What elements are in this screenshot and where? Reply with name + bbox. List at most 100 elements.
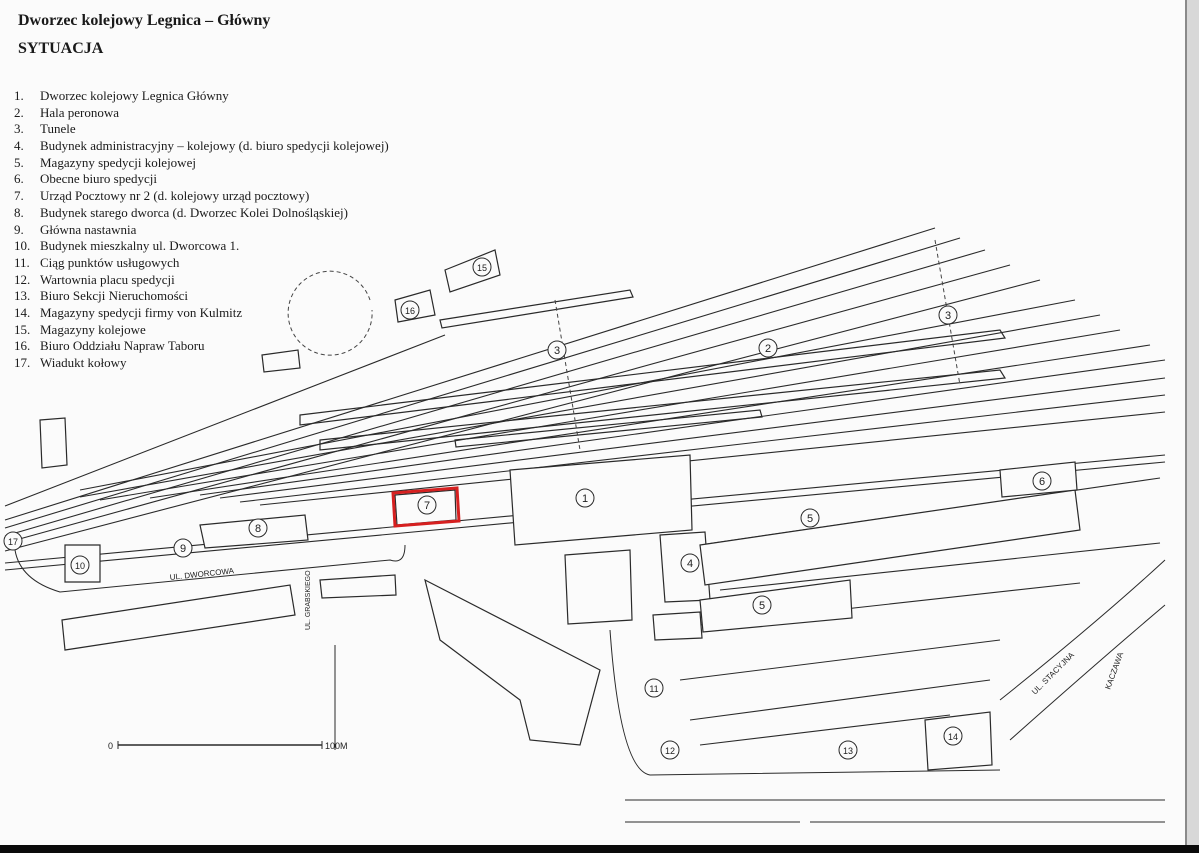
marker-label: 12 <box>665 746 675 756</box>
scale-end-label: 100M <box>325 741 348 751</box>
map-marker-2: 2 <box>758 338 778 358</box>
marker-circle <box>248 518 268 538</box>
marker-label: 6 <box>1039 476 1045 488</box>
marker-label: 17 <box>8 537 18 547</box>
marker-circle <box>800 508 820 528</box>
map-marker-3: 3 <box>547 340 567 360</box>
map-marker-3: 3 <box>938 305 958 325</box>
streets <box>14 544 1166 823</box>
legend-label: Tunele <box>40 121 76 137</box>
marker-circle <box>943 726 963 746</box>
legend-item: 11. Ciąg punktów usługowych <box>14 255 389 272</box>
legend-item: 16.Biuro Oddziału Napraw Taboru <box>14 338 389 355</box>
map-marker-12: 12 <box>660 740 680 760</box>
legend-item: 6.Obecne biuro spedycji <box>14 171 389 188</box>
legend-item: 13.Biuro Sekcji Nieruchomości <box>14 288 389 305</box>
legend-item: 5.Magazyny spedycji kolejowej <box>14 155 389 172</box>
legend-item: 14. Magazyny spedycji firmy von Kulmitz <box>14 305 389 322</box>
marker-circle <box>758 338 778 358</box>
marker-label: 9 <box>180 543 186 555</box>
marker-label: 3 <box>945 310 951 322</box>
legend-label: Dworzec kolejowy Legnica Główny <box>40 88 229 103</box>
marker-circle <box>660 740 680 760</box>
map-marker-8: 8 <box>248 518 268 538</box>
post-office-highlight <box>391 486 461 528</box>
legend-label: Obecne biuro spedycji <box>40 171 157 187</box>
map-marker-10: 10 <box>70 555 90 575</box>
legend-num: 13. <box>14 288 31 304</box>
marker-circle <box>938 305 958 325</box>
marker-label: 8 <box>255 523 261 535</box>
marker-circle <box>417 495 437 515</box>
legend-item: 17. Wiadukt kołowy <box>14 355 389 372</box>
marker-label: 3 <box>554 345 560 357</box>
marker-circle <box>400 300 420 320</box>
railway-tracks <box>4 227 1166 746</box>
map-marker-1: 1 <box>575 488 595 508</box>
legend-num: 9. <box>14 221 24 237</box>
map-marker-15: 15 <box>472 257 492 277</box>
street-label-dworcowa: UL. DWORCOWA <box>169 566 235 582</box>
legend-label: Wartownia placu spedycji <box>40 271 175 287</box>
platforms <box>299 289 1007 451</box>
legend-item: 1.Dworzec kolejowy Legnica Główny <box>14 88 389 105</box>
legend-list: 1.Dworzec kolejowy Legnica Główny 2.Hala… <box>14 88 389 372</box>
marker-label: 16 <box>405 306 415 316</box>
street-label-grabskiego: UL. GRABSKIEGO <box>305 570 312 630</box>
legend-label: Budynek starego dworca (d. Dworzec Kolei… <box>40 204 348 220</box>
marker-label: 14 <box>948 732 958 742</box>
marker-circle <box>1032 471 1052 491</box>
legend-num: 17. <box>14 355 31 370</box>
legend-label: Magazyny spedycji firmy von Kulmitz <box>40 304 243 320</box>
map-marker-17: 17 <box>3 531 23 551</box>
legend-num: 7. <box>14 188 24 204</box>
legend-label: Ciąg punktów usługowych <box>40 254 180 270</box>
legend-num: 5. <box>14 154 24 170</box>
marker-label: 11 <box>649 684 658 694</box>
legend-num: 14. <box>14 304 31 320</box>
marker-label: 15 <box>477 263 487 273</box>
legend-item: 3. Tunele <box>14 121 389 138</box>
legend-num: 4. <box>14 138 24 154</box>
marker-circle <box>173 538 193 558</box>
map-marker-5: 5 <box>800 508 820 528</box>
legend-label: Budynek mieszkalny ul. Dworcowa 1. <box>40 238 240 254</box>
legend-label: Magazyny kolejowe <box>40 321 146 337</box>
marker-circle <box>838 740 858 760</box>
marker-circle <box>680 553 700 573</box>
scale-bar: 0 100M <box>108 741 348 751</box>
site-plan-map: 0 100M UL. DWORCOWA UL. GRABSKIEGO UL. S… <box>3 227 1166 823</box>
marker-label: 4 <box>687 558 693 570</box>
marker-label: 7 <box>424 500 430 512</box>
river-label-kaczawa: KACZAWA <box>1103 650 1125 690</box>
legend-num: 11. <box>14 254 30 270</box>
marker-label: 5 <box>759 600 765 612</box>
legend-num: 3. <box>14 121 24 137</box>
scan-edge-bottom <box>0 845 1199 853</box>
marker-circle <box>752 595 772 615</box>
legend-item: 15.Magazyny kolejowe <box>14 322 389 339</box>
legend-item: 7.Urząd Pocztowy nr 2 (d. kolejowy urząd… <box>14 188 389 205</box>
scale-start-label: 0 <box>108 741 113 751</box>
legend-item: 4. Budynek administracyjny – kolejowy (d.… <box>14 138 389 155</box>
map-marker-13: 13 <box>838 740 858 760</box>
marker-label: 5 <box>807 513 813 525</box>
marker-label: 10 <box>75 561 85 571</box>
legend-item: 9. Główna nastawnia <box>14 222 389 239</box>
legend-num: 12. <box>14 271 31 287</box>
legend-label: Wiadukt kołowy <box>40 355 127 370</box>
marker-label: 2 <box>765 343 771 355</box>
legend-item: 12. Wartownia placu spedycji <box>14 272 389 289</box>
legend-num: 16. <box>14 338 31 354</box>
map-marker-6: 6 <box>1032 471 1052 491</box>
page-title: Dworzec kolejowy Legnica – Główny <box>18 12 271 29</box>
legend-num: 10. <box>14 238 31 254</box>
marker-circle <box>3 531 23 551</box>
legend-label: Budynek administracyjny – kolejowy (d. b… <box>40 138 389 154</box>
legend-label: Główna nastawnia <box>40 221 137 237</box>
legend-item: 2.Hala peronowa <box>14 105 389 122</box>
marker-circle <box>70 555 90 575</box>
map-marker-14: 14 <box>943 726 963 746</box>
